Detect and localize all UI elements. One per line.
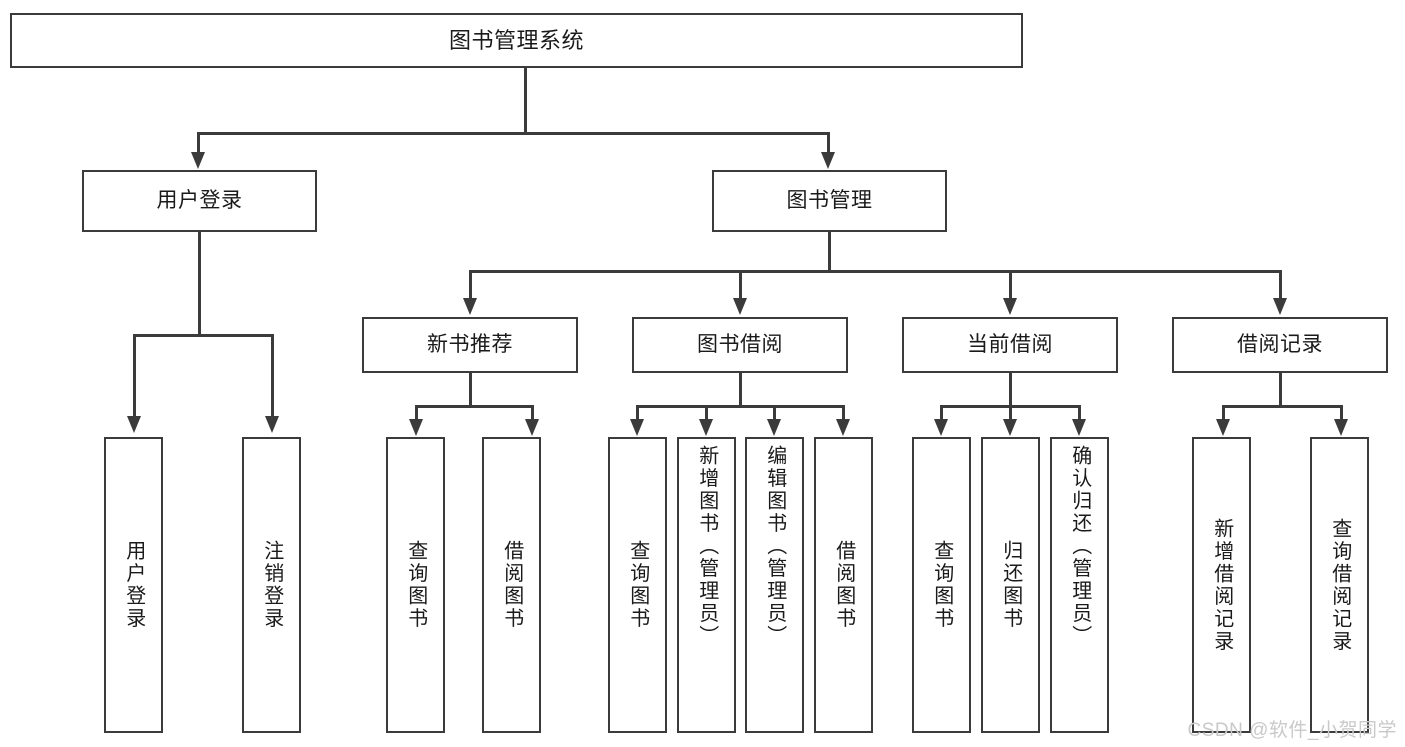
connector-nbr-leaf1 bbox=[415, 405, 418, 421]
node-book-manage-label: 图书管理 bbox=[786, 188, 873, 212]
leaf-confirm-return-label: 确认归还（管理员） bbox=[1068, 445, 1091, 648]
arrowhead-bm-to-new-book bbox=[463, 298, 477, 315]
leaf-query-record-label: 查询借阅记录 bbox=[1328, 517, 1351, 653]
connector-nbr-stem bbox=[469, 373, 472, 407]
arrowhead-user-login-leaf1 bbox=[127, 416, 141, 433]
leaf-add-book-label: 新增图书（管理员） bbox=[695, 445, 718, 648]
connector-bb-stem bbox=[739, 373, 742, 407]
connector-user-login-stem bbox=[198, 232, 201, 336]
node-new-book-recommend[interactable]: 新书推荐 bbox=[362, 317, 578, 373]
leaf-borrow-book-1-label: 借阅图书 bbox=[500, 540, 523, 630]
node-root-system[interactable]: 图书管理系统 bbox=[10, 13, 1023, 68]
node-root-label: 图书管理系统 bbox=[448, 27, 584, 53]
connector-br-bus bbox=[1222, 405, 1342, 408]
leaf-return-book[interactable]: 归还图书 bbox=[981, 437, 1040, 733]
arrowhead-bb-leaf2 bbox=[699, 419, 713, 436]
node-book-borrow[interactable]: 图书借阅 bbox=[632, 317, 848, 373]
connector-bm-to-current-borrow bbox=[1009, 270, 1012, 300]
leaf-borrow-book-2[interactable]: 借阅图书 bbox=[814, 437, 873, 733]
arrowhead-br-leaf2 bbox=[1334, 419, 1348, 436]
node-book-borrow-label: 图书借阅 bbox=[697, 332, 783, 356]
connector-cb-leaf3 bbox=[1078, 405, 1081, 421]
leaf-query-book-2[interactable]: 查询图书 bbox=[608, 437, 667, 733]
leaf-add-record-label: 新增借阅记录 bbox=[1210, 517, 1233, 653]
connector-bb-leaf3 bbox=[773, 405, 776, 421]
connector-root-to-user-login bbox=[197, 132, 200, 154]
arrowhead-user-login-leaf2 bbox=[265, 416, 279, 433]
node-current-borrow[interactable]: 当前借阅 bbox=[902, 317, 1118, 373]
connector-br-leaf1 bbox=[1222, 405, 1225, 421]
arrowhead-cb-leaf2 bbox=[1003, 419, 1017, 436]
arrowhead-bb-leaf1 bbox=[630, 419, 644, 436]
connector-book-manage-stem bbox=[828, 232, 831, 272]
connector-nbr-bus bbox=[415, 405, 533, 408]
leaf-borrow-book-2-label: 借阅图书 bbox=[832, 540, 855, 630]
arrowhead-nbr-leaf1 bbox=[409, 419, 423, 436]
arrowhead-root-to-user-login bbox=[191, 152, 205, 169]
arrowhead-bm-to-borrow-record bbox=[1273, 298, 1287, 315]
leaf-logout[interactable]: 注销登录 bbox=[242, 437, 301, 733]
leaf-user-login[interactable]: 用户登录 bbox=[104, 437, 163, 733]
connector-user-login-leaf2 bbox=[271, 334, 274, 418]
arrowhead-bm-to-book-borrow bbox=[733, 298, 747, 315]
leaf-add-record[interactable]: 新增借阅记录 bbox=[1192, 437, 1251, 733]
arrowhead-root-to-book-manage bbox=[821, 152, 835, 169]
connector-root-bus bbox=[197, 132, 829, 135]
connector-nbr-leaf2 bbox=[531, 405, 534, 421]
connector-bm-to-borrow-record bbox=[1279, 270, 1282, 300]
connector-user-login-leaf1 bbox=[133, 334, 136, 418]
leaf-add-book[interactable]: 新增图书（管理员） bbox=[677, 437, 736, 733]
node-user-login[interactable]: 用户登录 bbox=[82, 170, 317, 232]
connector-bm-to-new-book bbox=[469, 270, 472, 300]
connector-cb-leaf2 bbox=[1009, 405, 1012, 421]
node-borrow-record[interactable]: 借阅记录 bbox=[1172, 317, 1388, 373]
arrowhead-cb-leaf1 bbox=[934, 419, 948, 436]
connector-bb-leaf4 bbox=[842, 405, 845, 421]
connector-bm-to-book-borrow bbox=[739, 270, 742, 300]
connector-bb-leaf1 bbox=[636, 405, 639, 421]
node-book-manage[interactable]: 图书管理 bbox=[712, 170, 947, 232]
arrowhead-bm-to-current-borrow bbox=[1003, 298, 1017, 315]
leaf-borrow-book-1[interactable]: 借阅图书 bbox=[482, 437, 541, 733]
arrowhead-bb-leaf3 bbox=[767, 419, 781, 436]
node-user-login-label: 用户登录 bbox=[156, 188, 243, 212]
leaf-query-book-3-label: 查询图书 bbox=[930, 540, 953, 630]
connector-br-leaf2 bbox=[1340, 405, 1343, 421]
leaf-edit-book[interactable]: 编辑图书（管理员） bbox=[745, 437, 804, 733]
arrowhead-br-leaf1 bbox=[1216, 419, 1230, 436]
connector-root-stem bbox=[524, 68, 527, 133]
node-current-borrow-label: 当前借阅 bbox=[967, 332, 1053, 356]
arrowhead-nbr-leaf2 bbox=[525, 419, 539, 436]
leaf-query-record[interactable]: 查询借阅记录 bbox=[1310, 437, 1369, 733]
leaf-user-login-label: 用户登录 bbox=[122, 540, 145, 630]
connector-book-manage-bus bbox=[469, 270, 1281, 273]
arrowhead-cb-leaf3 bbox=[1072, 419, 1086, 436]
leaf-query-book-1-label: 查询图书 bbox=[404, 540, 427, 630]
node-borrow-record-label: 借阅记录 bbox=[1237, 332, 1323, 356]
leaf-confirm-return[interactable]: 确认归还（管理员） bbox=[1050, 437, 1109, 733]
leaf-query-book-3[interactable]: 查询图书 bbox=[912, 437, 971, 733]
connector-user-login-bus bbox=[133, 334, 273, 337]
connector-bb-leaf2 bbox=[705, 405, 708, 421]
arrowhead-bb-leaf4 bbox=[836, 419, 850, 436]
leaf-query-book-1[interactable]: 查询图书 bbox=[386, 437, 445, 733]
leaf-return-book-label: 归还图书 bbox=[999, 540, 1022, 630]
connector-br-stem bbox=[1279, 373, 1282, 407]
node-new-book-recommend-label: 新书推荐 bbox=[427, 332, 513, 356]
leaf-query-book-2-label: 查询图书 bbox=[626, 540, 649, 630]
connector-bb-bus bbox=[636, 405, 844, 408]
leaf-edit-book-label: 编辑图书（管理员） bbox=[763, 445, 786, 648]
connector-cb-leaf1 bbox=[940, 405, 943, 421]
connector-root-to-book-manage bbox=[827, 132, 830, 154]
connector-cb-stem bbox=[1009, 373, 1012, 407]
leaf-logout-label: 注销登录 bbox=[260, 540, 283, 630]
